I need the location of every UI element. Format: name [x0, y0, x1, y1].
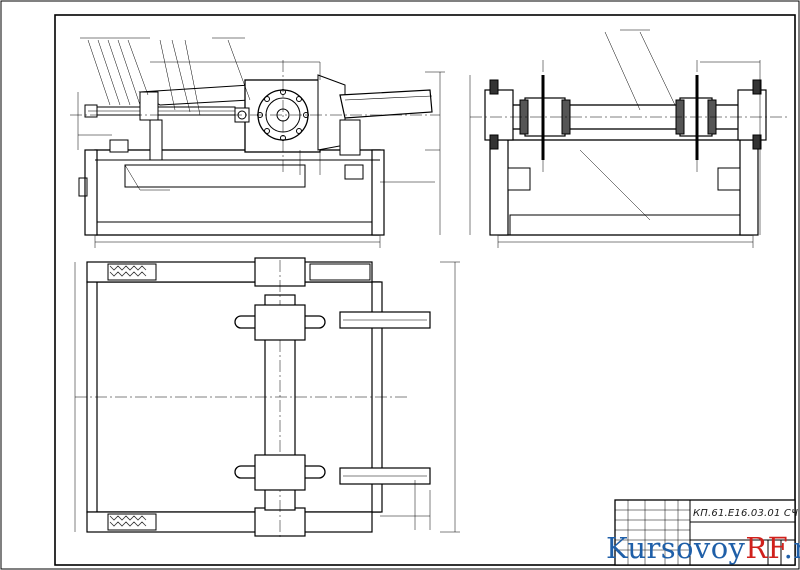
plan-view [74, 257, 460, 540]
watermark-part-3: .ru [783, 531, 800, 565]
site-watermark: KursovoyRF.ru [606, 531, 800, 565]
drawing-code: КП.61.Е16.03.01 СЧ [693, 508, 799, 519]
drawing-frame [54, 14, 796, 566]
watermark-part-1: Kursovoy [606, 531, 746, 565]
side-view [469, 29, 790, 248]
front-view [70, 37, 445, 248]
watermark-part-2: RF [745, 531, 784, 565]
title-block [614, 499, 796, 566]
